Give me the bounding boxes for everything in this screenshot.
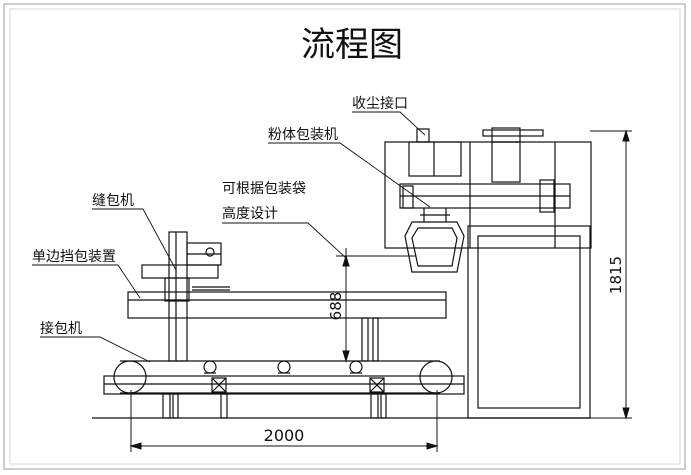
label-single-side-retainer: 单边挡包装置 [32, 249, 116, 265]
dimension-line-688 [336, 248, 416, 363]
dimension-text-688: 688 [327, 292, 345, 321]
label-adjustable-line1: 可根据包装袋 [222, 181, 306, 197]
label-bag-conveyor: 接包机 [40, 320, 82, 337]
leader-dust-port [352, 111, 426, 136]
diagram-title: 流程图 [301, 25, 403, 65]
label-powder-packer: 粉体包装机 [268, 127, 338, 143]
powder-packing-machine [384, 127, 592, 419]
inner-border [9, 8, 681, 465]
dimension-text-1815: 1815 [607, 256, 625, 294]
label-sewing-machine: 缝包机 [92, 193, 134, 209]
dimension-line-1815 [590, 129, 632, 420]
label-dust-port: 收尘接口 [352, 95, 408, 112]
dimension-line-2000 [129, 390, 439, 452]
sewing-machine [141, 231, 230, 362]
dimension-text-2000: 2000 [264, 426, 305, 445]
leader-adjustable-height [222, 222, 347, 259]
leader-powder-packer [268, 142, 431, 208]
conveyor-idler-wheels [203, 360, 363, 374]
single-side-retainer [127, 291, 447, 319]
leader-single-side-retainer [32, 264, 141, 299]
outer-border [3, 3, 686, 470]
leader-bag-conveyor [40, 336, 151, 363]
conveyor-machine [92, 317, 468, 419]
label-adjustable-line2: 高度设计 [222, 205, 278, 222]
leader-sewing-machine [92, 208, 177, 271]
